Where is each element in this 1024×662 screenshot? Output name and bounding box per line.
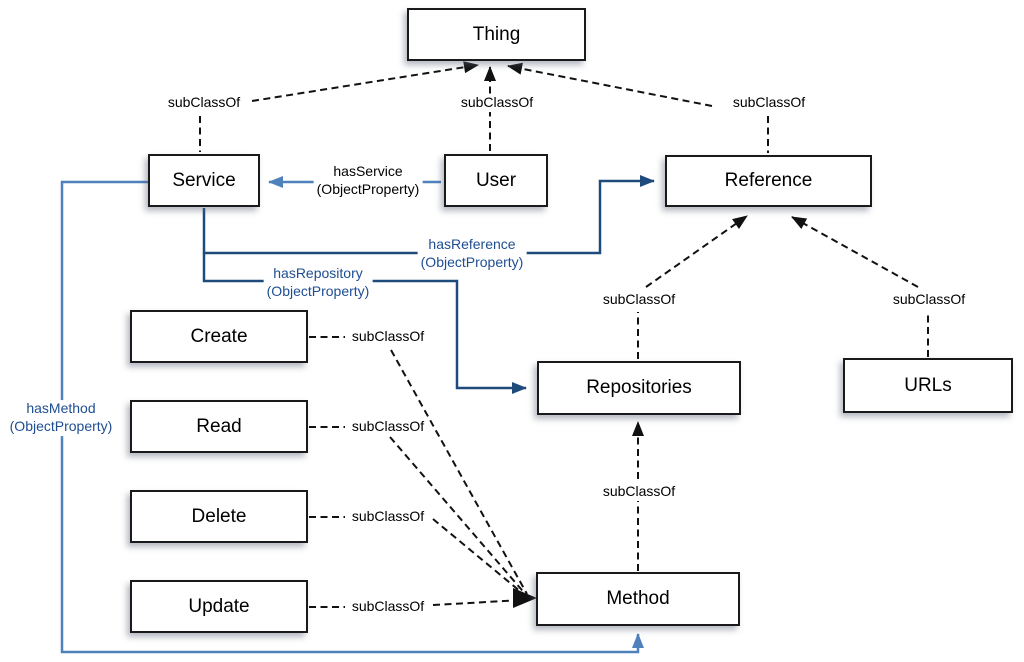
hasmethod-name: hasMethod xyxy=(26,400,96,417)
node-service: Service xyxy=(148,154,260,207)
edge-label-subclassof-repositories-reference: subClassOf xyxy=(599,291,679,309)
hasrepository-name: hasRepository xyxy=(273,265,363,282)
edge-hasrepository xyxy=(202,253,527,394)
node-service-label: Service xyxy=(172,169,236,191)
edge-urls-reference-diagonal xyxy=(791,216,919,288)
edge-label-hasservice: hasService (ObjectProperty) xyxy=(313,163,423,199)
node-method: Method xyxy=(536,572,740,626)
edge-reference-thing-diagonal xyxy=(507,62,713,107)
hasreference-qualifier: (ObjectProperty) xyxy=(420,254,524,270)
edge-label-subclassof-delete-method: subClassOf xyxy=(348,508,428,526)
edge-repositories-reference-diagonal xyxy=(645,215,748,288)
edge-label-hasmethod: hasMethod (ObjectProperty) xyxy=(6,400,116,436)
hasservice-qualifier: (ObjectProperty) xyxy=(316,181,420,197)
node-read-label: Read xyxy=(196,415,242,437)
node-repositories-label: Repositories xyxy=(586,377,692,398)
edge-label-hasrepository: hasRepository (ObjectProperty) xyxy=(263,265,373,301)
edge-update-method-line xyxy=(432,599,524,606)
node-reference-label: Reference xyxy=(724,170,813,191)
node-thing: Thing xyxy=(407,8,586,61)
edge-label-subclassof-urls-reference: subClassOf xyxy=(889,291,969,309)
node-thing-label: Thing xyxy=(472,23,521,45)
node-read: Read xyxy=(130,400,308,453)
edge-hasreference xyxy=(202,175,655,255)
edge-hasmethod xyxy=(60,180,644,654)
node-urls-label: URLs xyxy=(904,374,952,396)
hasservice-name: hasService xyxy=(333,163,403,180)
edge-label-subclassof-service-thing: subClassOf xyxy=(164,94,244,112)
edge-read-method-diagonal xyxy=(389,436,528,597)
node-repositories: Repositories xyxy=(537,361,741,415)
node-reference: Reference xyxy=(665,155,872,207)
node-update-label: Update xyxy=(188,595,250,617)
node-delete-label: Delete xyxy=(191,505,247,527)
edge-service-thing-diagonal xyxy=(251,61,479,102)
node-create-label: Create xyxy=(190,325,248,347)
node-create: Create xyxy=(130,310,308,363)
node-update: Update xyxy=(130,580,308,633)
node-method-label: Method xyxy=(606,588,670,609)
node-user: User xyxy=(444,154,548,207)
edge-label-subclassof-reference-thing: subClassOf xyxy=(729,94,809,112)
edge-create-method-diagonal xyxy=(390,349,528,595)
edge-delete-method-diagonal xyxy=(432,518,528,598)
method-convergence-arrowhead xyxy=(513,588,537,608)
node-user-label: User xyxy=(475,169,517,191)
edge-label-subclassof-update-method: subClassOf xyxy=(348,598,428,616)
node-urls: URLs xyxy=(843,358,1013,413)
edge-label-hasreference: hasReference (ObjectProperty) xyxy=(417,236,527,272)
hasmethod-qualifier: (ObjectProperty) xyxy=(9,418,113,434)
edge-label-subclassof-read-method: subClassOf xyxy=(348,418,428,436)
edge-label-subclassof-method-repositories: subClassOf xyxy=(599,483,679,501)
edge-label-subclassof-create-method: subClassOf xyxy=(348,328,428,346)
hasrepository-qualifier: (ObjectProperty) xyxy=(266,283,370,299)
edge-label-subclassof-user-thing: subClassOf xyxy=(457,94,537,112)
hasreference-name: hasReference xyxy=(428,236,516,253)
node-delete: Delete xyxy=(130,490,308,543)
